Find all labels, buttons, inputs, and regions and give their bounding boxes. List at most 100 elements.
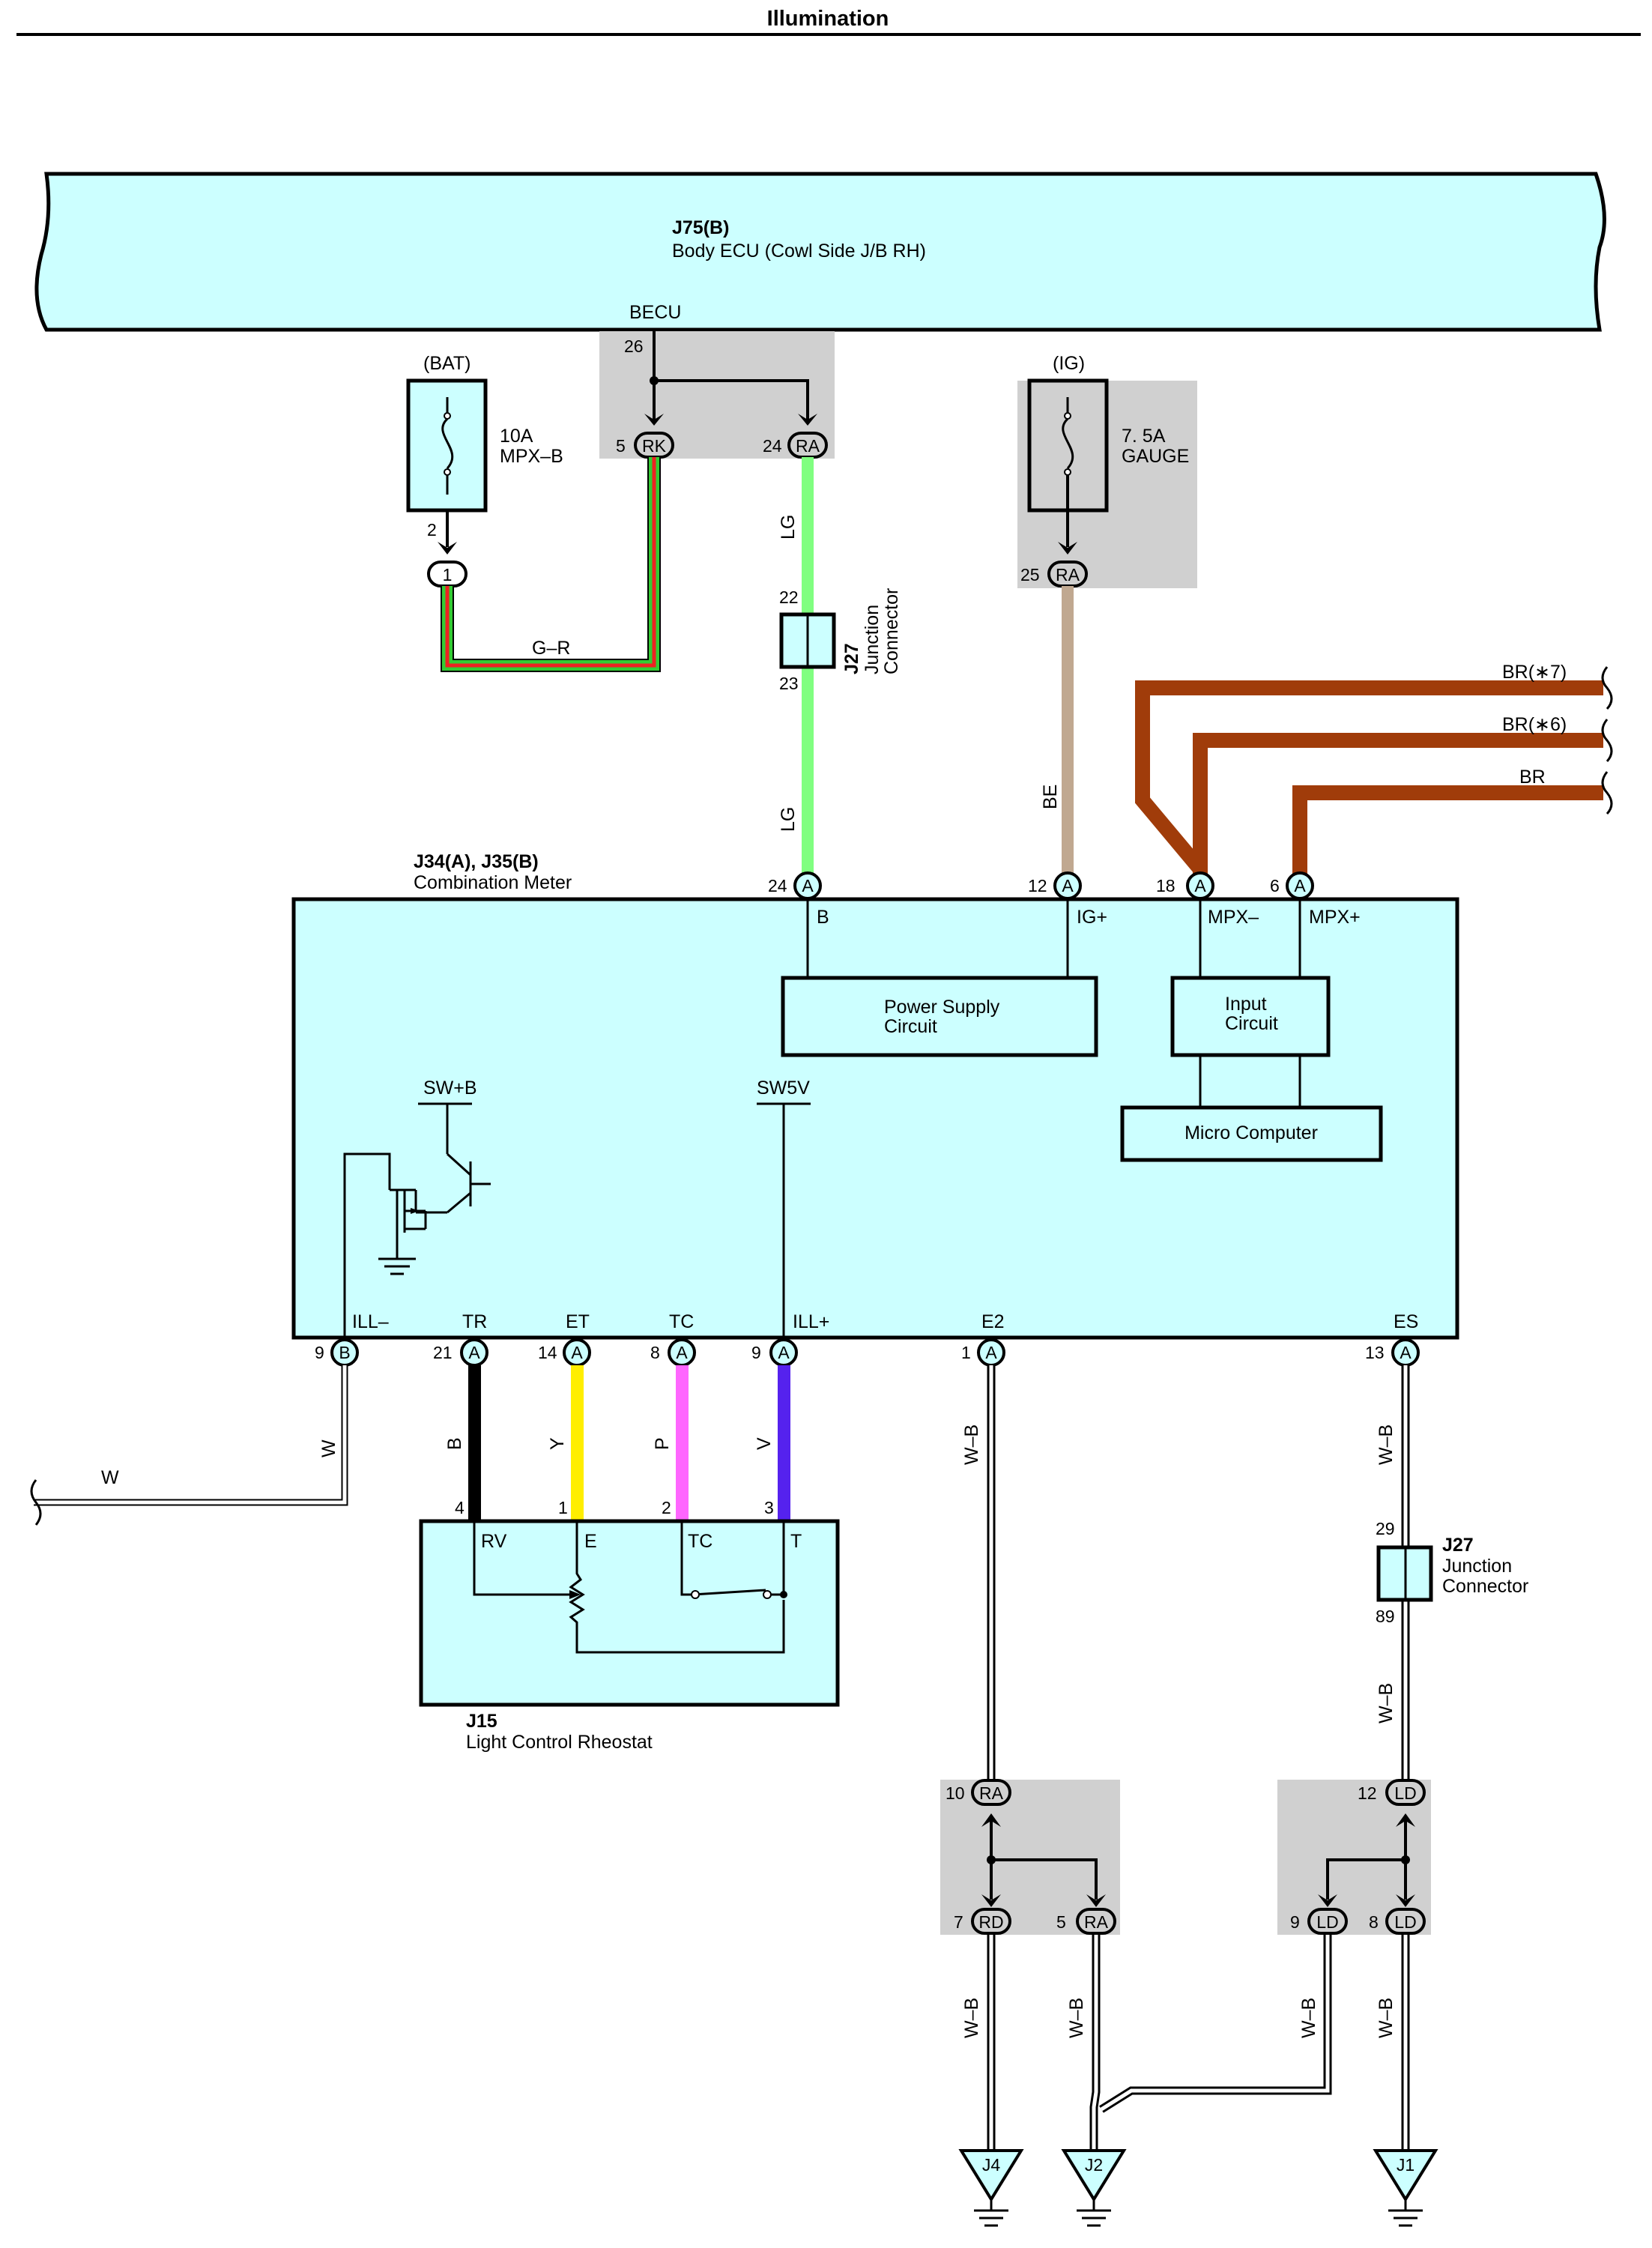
rheo-term-e: E [584, 1531, 597, 1552]
br-label: BR [1519, 767, 1546, 788]
wb-label-ld9: W–B [1298, 1998, 1319, 2038]
svg-text:ET: ET [566, 1311, 590, 1332]
page-title: Illumination [767, 7, 889, 31]
ig-fuse-name: GAUGE [1122, 446, 1189, 467]
bat-supply-label: (BAT) [423, 353, 471, 374]
ground-j2-label: J2 [1085, 2155, 1103, 2175]
wb-label-es-upper: W–B [1376, 1424, 1397, 1465]
rheo-pin-y: 1 [558, 1498, 568, 1517]
j27-top-id: J27 [841, 643, 862, 674]
wire-p [676, 1365, 689, 1521]
ra-out-pin: 5 [1056, 1912, 1066, 1932]
wb-label-j4: W–B [961, 1998, 982, 2038]
wb-label-j1: W–B [1376, 1998, 1397, 2038]
svg-text:IG+: IG+ [1077, 907, 1107, 928]
body-ecu-id: J75(B) [672, 217, 729, 238]
svg-text:13: 13 [1365, 1343, 1385, 1362]
svg-text:A: A [1194, 876, 1206, 895]
ground-j4-icon [958, 2149, 1024, 2227]
rd-out-conn [971, 1908, 1011, 1935]
wire-br6 [1193, 733, 1603, 880]
rd-pin: 7 [954, 1912, 963, 1932]
ld9-conn-label: LD [1316, 1912, 1338, 1932]
bat-fuse-icon [441, 417, 454, 470]
ra-top-conn-label: RA [796, 436, 820, 456]
rheo-pin-p: 2 [662, 1498, 671, 1517]
svg-text:A: A [676, 1343, 688, 1362]
ground-j4-label: J4 [982, 2155, 1001, 2175]
j27-top-pin-top: 22 [779, 587, 799, 607]
ig-conn-label: RA [1056, 565, 1080, 584]
wire-w-outline [34, 1365, 348, 1506]
rheo-id: J15 [466, 1711, 497, 1732]
input-line2: Circuit [1225, 1013, 1278, 1034]
svg-text:6: 6 [1270, 876, 1280, 895]
bat-fuse-name: MPX–B [500, 446, 563, 467]
wire-br [1292, 785, 1603, 880]
svg-text:A: A [1400, 1343, 1412, 1362]
rk-conn-label: RK [642, 436, 667, 456]
svg-text:18: 18 [1156, 876, 1176, 895]
svg-text:A: A [985, 1343, 997, 1362]
br7-label: BR(∗7) [1502, 662, 1567, 683]
meter-top-pins: A 24 B A 12 IG+ A 18 MPX– A 6 MPX+ [768, 871, 1361, 928]
wire-y-label: Y [547, 1437, 568, 1450]
svg-text:21: 21 [433, 1343, 453, 1362]
j27-bottom-id: J27 [1442, 1535, 1474, 1556]
svg-text:MPX–: MPX– [1208, 907, 1259, 928]
br6-label: BR(∗6) [1502, 714, 1567, 735]
body-ecu-box [34, 172, 1606, 332]
svg-text:ILL–: ILL– [352, 1311, 389, 1332]
rheo-name: Light Control Rheostat [466, 1732, 653, 1753]
svg-text:1: 1 [961, 1343, 971, 1362]
ig-fuse-icon [1062, 417, 1074, 470]
ra-out-conn-label: RA [1084, 1912, 1109, 1932]
micro-computer [1120, 1105, 1383, 1162]
wb-label-es-lower: W–B [1376, 1683, 1397, 1723]
wb-label-e2: W–B [961, 1424, 982, 1465]
svg-text:A: A [468, 1343, 480, 1362]
ld8-pin: 8 [1369, 1912, 1379, 1932]
rheo-term-t: T [790, 1531, 802, 1552]
psu-line1: Power Supply [884, 997, 1000, 1018]
wire-v-label: V [754, 1437, 775, 1450]
wire-gr-red [445, 457, 656, 668]
ground-j1-icon [1373, 2149, 1438, 2227]
rheo-pin-b: 4 [455, 1498, 465, 1517]
becu-pin-label: BECU [629, 302, 681, 323]
bat-pin-no: 2 [427, 520, 437, 540]
input-circuit [1170, 976, 1331, 1057]
svg-text:E2: E2 [981, 1311, 1005, 1332]
svg-text:12: 12 [1028, 876, 1047, 895]
svg-text:A: A [1062, 876, 1074, 895]
transistor-icon [378, 1152, 491, 1275]
wire-gr-label: G–R [532, 638, 570, 659]
j27-bottom-pin-top: 29 [1376, 1519, 1395, 1538]
swb-label: SW+B [423, 1078, 477, 1099]
wire-b [468, 1365, 481, 1521]
rd-conn-label: RD [978, 1912, 1003, 1932]
ig-pin-no: 25 [1020, 565, 1040, 584]
wire-lg-top-label: LG [778, 515, 799, 540]
svg-text:9: 9 [315, 1343, 324, 1362]
svg-text:ILL+: ILL+ [793, 1311, 829, 1332]
svg-text:24: 24 [768, 876, 787, 895]
meter-name: Combination Meter [414, 872, 572, 893]
ld9-pin: 9 [1290, 1912, 1300, 1932]
svg-text:ES: ES [1394, 1311, 1418, 1332]
svg-text:A: A [571, 1343, 583, 1362]
ig-fuse-rating: 7. 5A [1122, 426, 1166, 447]
ra-out-conn [1076, 1908, 1116, 1935]
ra-in-conn [971, 1779, 1011, 1806]
wire-w [34, 1365, 347, 1505]
j27-top-pin-bottom: 23 [779, 674, 799, 693]
ground-j2-icon [1061, 2149, 1127, 2227]
micro-label: Micro Computer [1184, 1123, 1318, 1143]
rheostat-circuit [473, 1521, 785, 1654]
ld9-conn [1307, 1908, 1348, 1935]
svg-text:B: B [339, 1343, 350, 1362]
meter-bottom-pins: ILL– B 9 TR A 21 ET A 14 TC A 8 ILL+ A 9… [315, 1311, 1420, 1367]
ground-j1-label: J1 [1397, 2155, 1415, 2175]
j27-bottom-pin-bottom: 89 [1376, 1607, 1395, 1626]
